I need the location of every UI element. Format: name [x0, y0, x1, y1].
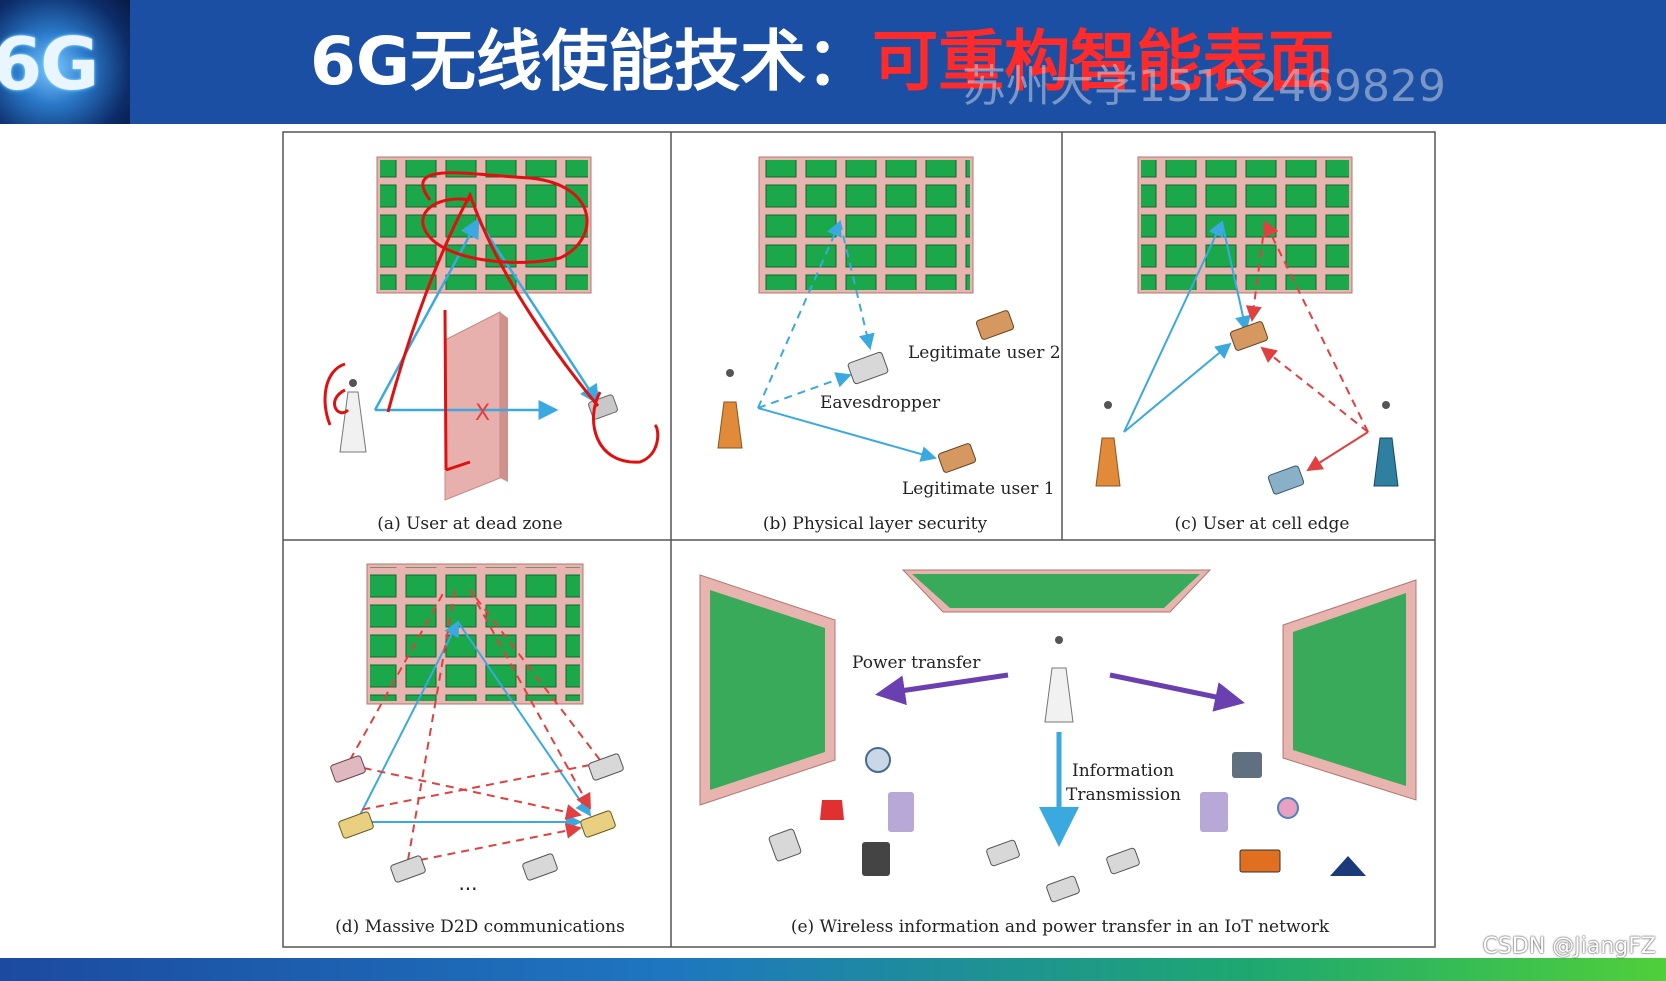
caption-e: (e) Wireless information and power trans…	[791, 917, 1330, 937]
panel-d: ... (d) Massive D2D communications	[330, 563, 625, 937]
sensor-icon	[888, 792, 914, 832]
smart-lock-icon	[1232, 752, 1262, 778]
thermometer-icon	[1277, 797, 1299, 819]
display-panel-icon	[1239, 849, 1281, 873]
ris-wall-right	[1282, 579, 1417, 801]
iot-node-icon	[1106, 847, 1140, 875]
interference-paths-c	[1245, 220, 1369, 472]
smart-speaker-icon	[1330, 856, 1366, 876]
smart-meter-icon	[862, 842, 890, 876]
label-power-transfer: Power transfer	[852, 653, 981, 673]
6g-logo: 6G	[0, 0, 130, 124]
access-point-e	[1044, 636, 1074, 723]
panel-b: Legitimate user 2 Eavesdropper Legitimat…	[717, 156, 1061, 534]
iot-node-icon	[986, 839, 1020, 867]
watermark: 苏州大学15152469829	[962, 61, 1446, 112]
pressure-gauge-icon	[865, 747, 891, 773]
label-transmission: Transmission	[1066, 785, 1181, 805]
more-devices-ellipsis: ...	[458, 871, 477, 895]
slide-header: 6G 6G无线使能技术：可重构智能表面 苏州大学15152469829	[0, 0, 1666, 124]
legitimate-user-1-device	[937, 443, 977, 473]
power-transfer-arrows	[875, 672, 1245, 712]
label-legitimate-user-2: Legitimate user 2	[908, 343, 1061, 363]
slide-title: 6G无线使能技术：可重构智能表面	[310, 10, 1334, 114]
d2d-devices	[330, 753, 624, 883]
alarm-light-icon	[820, 800, 844, 820]
title-highlight: 可重构智能表面	[872, 23, 1335, 100]
panel-borders	[282, 131, 1436, 948]
caption-d: (d) Massive D2D communications	[335, 917, 625, 937]
legitimate-user-2-device	[975, 310, 1015, 340]
cell-edge-user-device	[1229, 321, 1269, 351]
label-legitimate-user-1: Legitimate user 1	[902, 479, 1055, 499]
panel-a: X (a) User at dead zone	[323, 156, 660, 534]
csdn-credit: CSDN @JiangFZ	[1482, 934, 1656, 959]
eavesdropper-device	[847, 351, 889, 385]
ris-wall-left	[699, 574, 836, 806]
signal-paths-c	[1123, 220, 1251, 433]
iot-node-icon	[1046, 875, 1080, 903]
label-eavesdropper: Eavesdropper	[820, 393, 941, 413]
base-station-c-right	[1373, 401, 1399, 487]
ris-panel-b	[758, 156, 974, 294]
other-user-device-c	[1267, 465, 1305, 495]
signal-paths-b	[757, 220, 937, 462]
title-prefix: 6G无线使能技术：	[310, 23, 873, 100]
caption-b: (b) Physical layer security	[763, 514, 988, 534]
ris-panel-a	[376, 156, 592, 294]
ris-figure: X (a) User at dead zone	[270, 124, 1460, 949]
panel-e: Power transfer Information Transmission …	[699, 569, 1417, 937]
base-station-c-left	[1095, 401, 1121, 487]
blocked-x: X	[475, 401, 490, 426]
handwritten-annotations	[323, 171, 660, 472]
ris-ceiling	[901, 569, 1212, 613]
base-station-b	[717, 369, 743, 449]
signal-paths-a	[373, 217, 600, 420]
ris-diagram: X (a) User at dead zone	[282, 131, 1436, 948]
d2d-blue-links	[359, 620, 592, 830]
slide-footer-bar	[0, 958, 1666, 981]
caption-a: (a) User at dead zone	[377, 514, 562, 534]
iot-devices	[768, 747, 1366, 903]
d2d-red-links	[349, 589, 601, 861]
logo-text: 6G	[0, 22, 99, 106]
caption-c: (c) User at cell edge	[1175, 514, 1350, 534]
ris-panel-c	[1137, 156, 1353, 294]
sensor-icon	[1200, 792, 1228, 832]
panel-c: (c) User at cell edge	[1095, 156, 1399, 534]
label-information: Information	[1072, 761, 1174, 781]
camera-icon	[768, 828, 802, 862]
ris-panel-d	[366, 563, 584, 705]
